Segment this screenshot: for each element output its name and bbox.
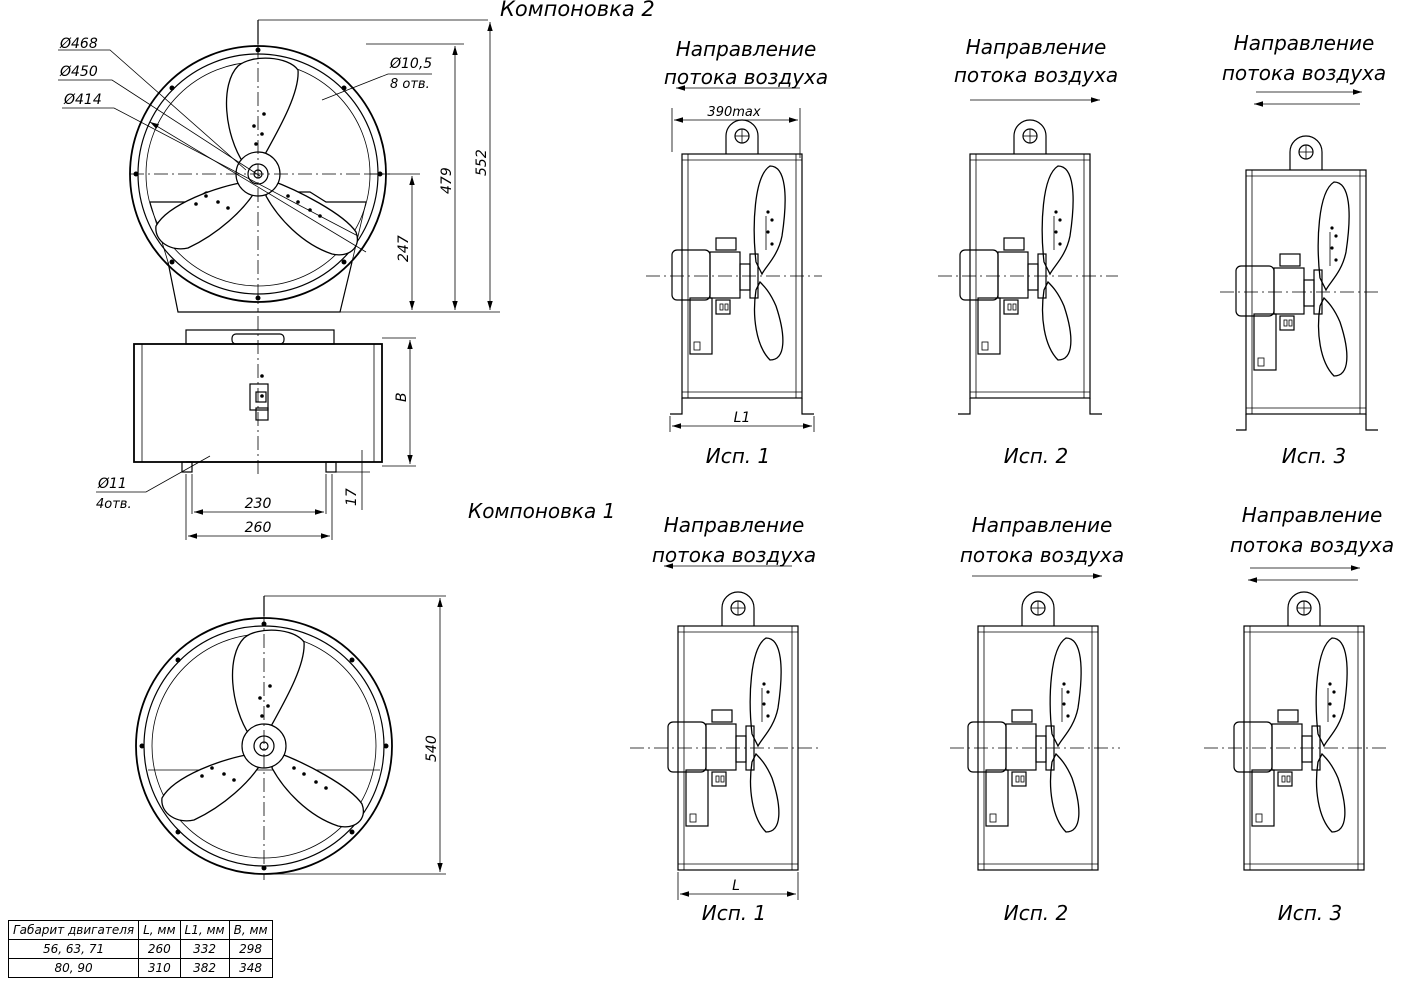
dim-d414: Ø414 — [63, 92, 102, 108]
dim-17: 17 — [344, 488, 360, 506]
ver-bot-3: Исп. 3 — [1278, 901, 1342, 925]
layout1-label: Компоновка 1 — [468, 499, 615, 523]
side-view-top-2 — [938, 97, 1118, 415]
top-view — [96, 316, 416, 540]
airflow-bot1-line1: Направление — [664, 513, 805, 537]
table-cell: 260 — [138, 939, 181, 959]
side-view-bottom-1 — [630, 563, 818, 900]
airflow-bot3-line2: потока воздуха — [1230, 533, 1394, 557]
dim-d10-5: Ø10,5 — [389, 56, 432, 72]
table-header: L1, мм — [179, 920, 230, 940]
ver-bot-2: Исп. 2 — [1004, 901, 1068, 925]
dim-l: L — [732, 878, 740, 894]
dim-390max: 390max — [707, 105, 760, 120]
dim-holes8: 8 отв. — [390, 77, 430, 92]
airflow-top3-line1: Направление — [1234, 31, 1375, 55]
airflow-top3-line2: потока воздуха — [1222, 61, 1386, 85]
front-view-top — [58, 19, 500, 313]
airflow-top2-line1: Направление — [966, 35, 1107, 59]
airflow-bot2-line2: потока воздуха — [960, 543, 1124, 567]
dim-540: 540 — [424, 735, 440, 762]
dim-d11: Ø11 — [97, 476, 127, 492]
airflow-bot2-line1: Направление — [972, 513, 1113, 537]
dim-d450: Ø450 — [59, 64, 98, 80]
table-header: Габарит двигателя — [7, 920, 140, 940]
airflow-top1-line2: потока воздуха — [664, 65, 828, 89]
dim-b: B — [394, 392, 410, 402]
ver-bot-1: Исп. 1 — [702, 901, 766, 925]
side-view-top-1 — [646, 85, 822, 432]
dim-247: 247 — [396, 235, 412, 262]
side-view-bottom-3 — [1204, 565, 1386, 871]
side-view-bottom-2 — [950, 573, 1120, 871]
motor-size-table: Габарит двигателя L, мм L1, мм B, мм 56,… — [7, 920, 273, 978]
dim-holes4: 4отв. — [96, 497, 132, 512]
dim-l1: L1 — [734, 410, 751, 426]
dim-230: 230 — [245, 496, 272, 512]
airflow-top2-line2: потока воздуха — [954, 63, 1118, 87]
table-cell: 80, 90 — [7, 958, 140, 978]
table-cell: 332 — [179, 939, 230, 959]
table-cell: 382 — [179, 958, 230, 978]
ver-top-3: Исп. 3 — [1282, 444, 1346, 468]
table-cell: 310 — [138, 958, 181, 978]
table-row: 56, 63, 71 260 332 298 — [7, 939, 273, 959]
table-header: L, мм — [138, 920, 181, 940]
table-cell: 298 — [228, 939, 273, 959]
airflow-bot3-line1: Направление — [1242, 503, 1383, 527]
table-header-row: Габарит двигателя L, мм L1, мм B, мм — [7, 920, 273, 940]
table-cell: 348 — [228, 958, 273, 978]
airflow-top1-line1: Направление — [676, 37, 817, 61]
dim-260: 260 — [245, 520, 272, 536]
side-view-top-3 — [1220, 89, 1380, 431]
table-header: B, мм — [228, 920, 273, 940]
table-cell: 56, 63, 71 — [7, 939, 140, 959]
layout2-label: Компоновка 2 — [500, 0, 655, 21]
table-row: 80, 90 310 382 348 — [7, 958, 273, 978]
airflow-bot1-line2: потока воздуха — [652, 543, 816, 567]
dim-d468: Ø468 — [59, 36, 98, 52]
ver-top-1: Исп. 1 — [706, 444, 770, 468]
dim-552: 552 — [474, 149, 490, 176]
front-view-bottom — [135, 595, 446, 880]
ver-top-2: Исп. 2 — [1004, 444, 1068, 468]
dim-479: 479 — [439, 167, 455, 194]
